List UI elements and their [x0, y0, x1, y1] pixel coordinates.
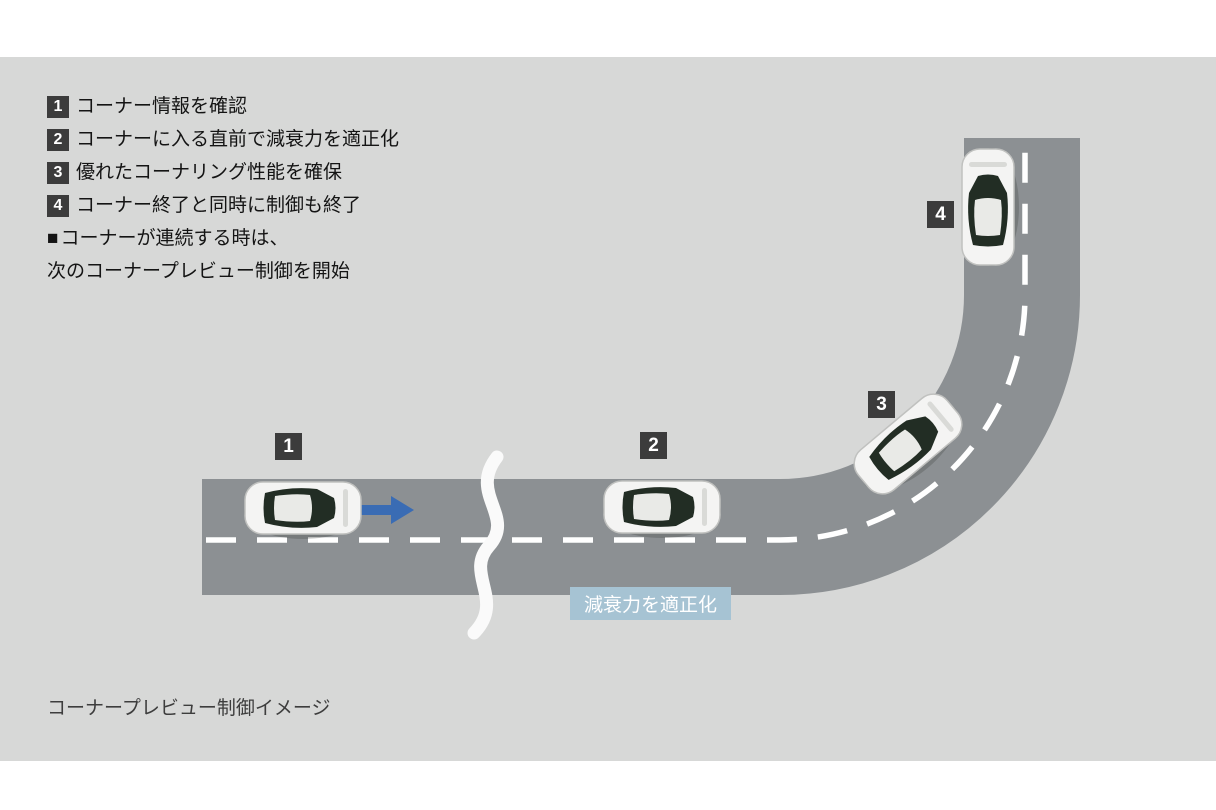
- legend-note-text-2: 次のコーナープレビュー制御を開始: [47, 261, 350, 282]
- car-step-4: [961, 147, 1020, 267]
- car-step-1: [243, 481, 363, 540]
- direction-arrow-icon: [360, 496, 414, 524]
- damping-label: 減衰力を適正化: [570, 587, 732, 620]
- legend-text-2: コーナーに入る直前で減衰力を適正化: [76, 129, 400, 150]
- legend-badge-4: 4: [47, 194, 69, 217]
- step-badge-1: 1: [275, 433, 302, 460]
- legend: 1 コーナー情報を確認 2 コーナーに入る直前で減衰力を適正化 3 優れたコーナ…: [47, 90, 399, 288]
- lane-marking: [206, 140, 1028, 543]
- caption: コーナープレビュー制御イメージ: [47, 698, 331, 719]
- legend-badge-2: 2: [47, 128, 69, 151]
- legend-item-1: 1 コーナー情報を確認: [47, 90, 399, 123]
- legend-badge-1: 1: [47, 95, 69, 118]
- step-badge-3: 3: [868, 391, 895, 418]
- legend-text-3: 優れたコーナリング性能を確保: [76, 162, 343, 183]
- legend-note-line-1: ■ コーナーが連続する時は、: [47, 222, 399, 255]
- legend-item-4: 4 コーナー終了と同時に制御も終了: [47, 189, 399, 222]
- legend-item-2: 2 コーナーに入る直前で減衰力を適正化: [47, 123, 399, 156]
- legend-text-1: コーナー情報を確認: [76, 96, 248, 117]
- legend-text-4: コーナー終了と同時に制御も終了: [76, 195, 362, 216]
- square-bullet-icon: ■: [47, 228, 59, 249]
- legend-note-line-2: 次のコーナープレビュー制御を開始: [47, 255, 399, 288]
- legend-note-text-1: コーナーが連続する時は、: [60, 228, 289, 249]
- step-badge-2: 2: [640, 432, 667, 459]
- step-badge-4: 4: [927, 201, 954, 228]
- road-path: [202, 138, 1080, 595]
- legend-badge-3: 3: [47, 161, 69, 184]
- car-step-2: [602, 480, 722, 539]
- legend-item-3: 3 優れたコーナリング性能を確保: [47, 156, 399, 189]
- road-break-icon: [467, 450, 505, 640]
